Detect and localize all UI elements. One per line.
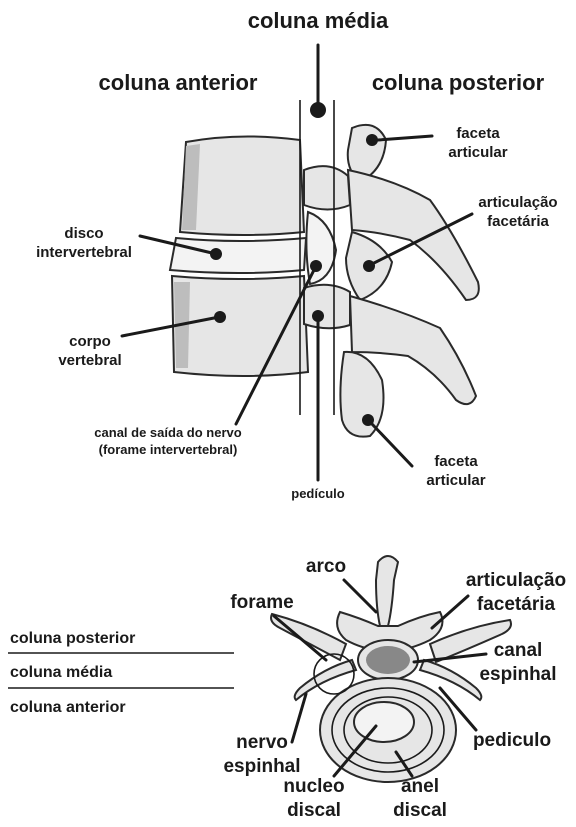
lower-articular-process	[340, 352, 383, 437]
middle-column-dot	[310, 102, 326, 118]
title-anterior-column: coluna anterior	[99, 70, 258, 95]
nucleus-pulposus	[354, 702, 414, 742]
vertebral-bodies	[170, 136, 308, 376]
lower-vertebral-body	[172, 276, 308, 376]
spinous-process	[376, 556, 398, 626]
label-pedicle-top: pedículo	[291, 486, 345, 501]
column-legend: coluna posterior coluna média coluna ant…	[8, 630, 234, 716]
upper-pedicle	[304, 166, 350, 209]
title-middle-column: coluna média	[248, 8, 389, 33]
label-nerve-exit-canal: canal de saída do nervo(forame intervert…	[94, 425, 241, 457]
lower-pedicle	[304, 285, 350, 328]
label-foramen: forame	[230, 592, 293, 613]
legend-anterior: coluna anterior	[10, 699, 126, 716]
lateral-view: coluna média coluna anterior coluna post…	[36, 8, 558, 501]
label-pedicle-bottom: pediculo	[473, 730, 551, 751]
intervertebral-disc	[170, 238, 306, 273]
left-transverse-process	[271, 614, 346, 660]
axial-view: coluna posterior coluna média coluna ant…	[8, 556, 566, 821]
label-arch: arco	[306, 556, 346, 577]
legend-middle: coluna média	[10, 664, 112, 681]
posterior-elements	[304, 125, 479, 437]
title-posterior-column: coluna posterior	[372, 70, 545, 95]
legend-posterior: coluna posterior	[10, 630, 135, 647]
